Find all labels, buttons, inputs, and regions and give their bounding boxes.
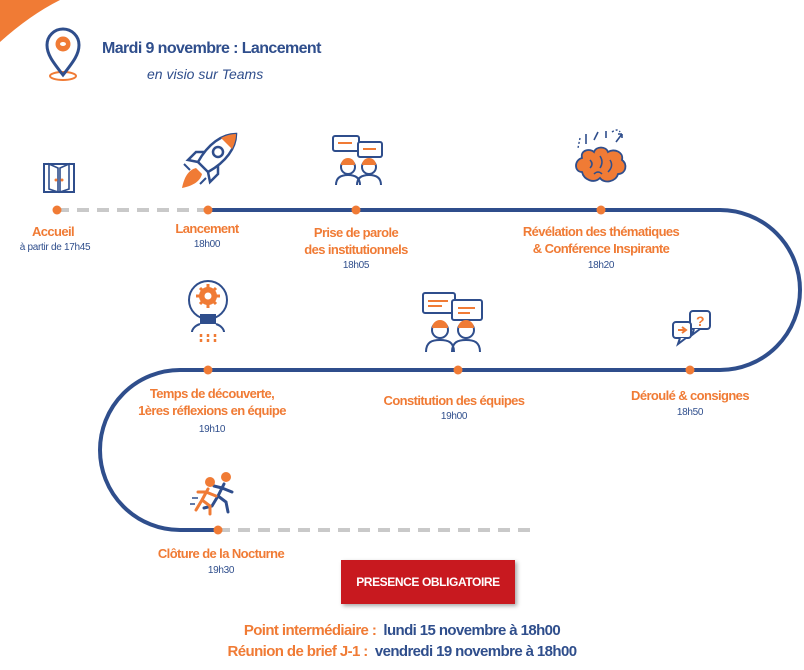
brief-meeting-label: Réunion de brief J-1 :	[227, 643, 369, 660]
step-time-constitution: 19h00	[440, 411, 468, 422]
door-icon	[43, 162, 75, 194]
timeline-dot-temps-decouverte	[203, 365, 213, 375]
timeline-dot-cloture	[213, 525, 223, 535]
brief-meeting-line: Réunion de brief J-1 : vendredi 19 novem…	[0, 643, 804, 660]
intermediate-point-date: lundi 15 novembre à 18h00	[383, 622, 561, 639]
step-time-cloture: 19h30	[207, 565, 235, 576]
team-chat-icon	[422, 292, 483, 353]
svg-text:?: ?	[696, 313, 705, 329]
intermediate-point-line: Point intermédiaire : lundi 15 novembre …	[0, 622, 804, 639]
page-title: Mardi 9 novembre : Lancement	[102, 40, 321, 57]
step-label-revelation: Révélation des thématiques & Conférence …	[522, 224, 680, 256]
speakers-icon	[332, 135, 383, 186]
timeline-dot-constitution	[453, 365, 463, 375]
step-time-lancement: 18h00	[193, 239, 221, 250]
step-time-deroule: 18h50	[676, 407, 704, 418]
rocket-icon	[182, 132, 238, 188]
step-time-accueil: à partir de 17h45	[19, 242, 91, 253]
step-time-prise-de-parole: 18h05	[342, 260, 370, 271]
step-time-revelation: 18h20	[587, 260, 615, 271]
timeline-dot-deroule	[685, 365, 695, 375]
location-pin-icon	[45, 27, 81, 81]
page-subtitle: en visio sur Teams	[147, 66, 264, 82]
step-label-accueil: Accueil	[31, 224, 75, 239]
step-label-cloture: Clôture de la Nocturne	[157, 546, 285, 561]
timeline-dot-prise-de-parole	[351, 205, 361, 215]
thinking-head-icon	[188, 280, 228, 344]
brain-icon	[575, 129, 627, 183]
step-label-constitution: Constitution des équipes	[383, 393, 525, 408]
timeline-dot-revelation	[596, 205, 606, 215]
mandatory-attendance-badge: PRESENCE OBLIGATOIRE	[341, 560, 515, 604]
step-label-temps-decouverte: Temps de découverte, 1ères réflexions en…	[138, 386, 286, 418]
step-label-lancement: Lancement	[175, 221, 239, 236]
runners-icon	[190, 472, 234, 516]
corner-decoration	[0, 0, 60, 42]
timeline-dot-accueil	[52, 205, 62, 215]
step-label-prise-de-parole: Prise de parole des institutionnels	[304, 225, 408, 257]
timeline-dot-lancement	[203, 205, 213, 215]
step-time-temps-decouverte: 19h10	[198, 424, 226, 435]
question-bubbles-icon: ?	[672, 310, 711, 347]
brief-meeting-date: vendredi 19 novembre à 18h00	[374, 643, 577, 660]
step-label-deroule: Déroulé & consignes	[631, 388, 750, 403]
intermediate-point-label: Point intermédiaire :	[243, 622, 377, 639]
